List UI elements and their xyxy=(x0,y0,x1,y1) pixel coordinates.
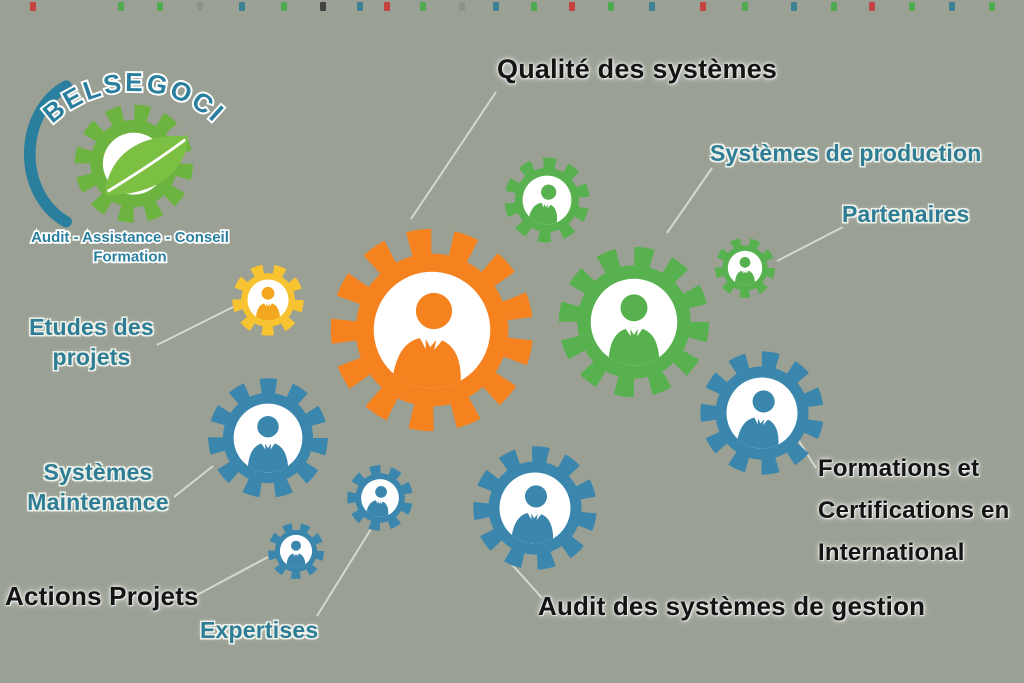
top-artifact-mark xyxy=(700,2,706,11)
brand-text-curve: BELSEGOCI xyxy=(37,67,231,129)
label-audit-des-systemes: Audit des systèmes de gestion xyxy=(538,591,926,621)
gear-blue-small-low xyxy=(268,523,324,579)
connector-etudes-to-yellow xyxy=(156,306,234,346)
top-artifact-mark xyxy=(320,2,326,11)
person-icon xyxy=(365,486,389,519)
gear-green-right xyxy=(558,246,710,398)
top-artifact-mark xyxy=(459,2,465,11)
top-artifact-mark xyxy=(420,2,426,11)
connector-qualite-to-orange xyxy=(410,91,497,220)
logo-tagline-line2: Formation xyxy=(93,248,166,265)
person-icon xyxy=(391,292,461,392)
gear-green-top xyxy=(504,157,590,243)
top-artifact-mark xyxy=(357,2,363,11)
person-icon xyxy=(286,540,306,568)
person-icon xyxy=(511,485,554,546)
top-artifact-mark xyxy=(949,2,955,11)
gear-teeth xyxy=(347,465,413,531)
gear-blue-small-mid xyxy=(347,465,413,531)
top-artifact-mark xyxy=(157,2,163,11)
person-icon xyxy=(255,286,281,321)
connector-actions-to-blue-small-low xyxy=(194,556,269,597)
gear-blue-left xyxy=(208,378,328,498)
person-icon xyxy=(736,390,779,452)
connector-production-to-green xyxy=(666,167,713,234)
label-formations-certifications: Formations et Certifications en Internat… xyxy=(818,455,1010,566)
gear-green-small-right xyxy=(715,238,775,298)
top-artifact-mark xyxy=(30,2,36,11)
logo-leaf-vein xyxy=(107,138,186,193)
top-artifact-mark xyxy=(742,2,748,11)
logo-tagline-line1: Audit - Assistance - Conseil xyxy=(31,229,229,246)
top-artifact-mark xyxy=(384,2,390,11)
top-artifact-mark xyxy=(118,2,124,11)
logo-swoosh xyxy=(23,80,72,228)
top-artifact-mark xyxy=(649,2,655,11)
connector-audit-to-blue-bottom xyxy=(507,559,543,599)
logo: BELSEGOCI Audit - Assistance - Conseil F… xyxy=(23,65,231,267)
top-artifact-mark xyxy=(281,2,287,11)
gear-teeth xyxy=(208,378,328,498)
label-etudes-des-projets: Etudes des projets xyxy=(29,314,154,370)
brand-text: BELSEGOCI xyxy=(35,65,230,131)
person-icon xyxy=(734,257,756,286)
top-edge-artifacts xyxy=(0,0,1024,16)
top-artifact-mark xyxy=(909,2,915,11)
gear-teeth xyxy=(504,157,590,243)
gear-blue-bottom xyxy=(473,446,597,570)
gear-orange-center xyxy=(330,228,534,432)
top-artifact-mark xyxy=(869,2,875,11)
top-artifact-mark xyxy=(989,2,995,11)
connector-expertises-to-blue-small-mid xyxy=(316,528,372,617)
top-artifact-mark xyxy=(239,2,245,11)
label-expertises: Expertises xyxy=(200,617,319,643)
top-artifact-mark xyxy=(531,2,537,11)
label-actions-projets: Actions Projets xyxy=(5,581,199,611)
gear-teeth xyxy=(268,523,324,579)
top-artifact-mark xyxy=(791,2,797,11)
gear-yellow-small xyxy=(232,264,304,336)
top-artifact-mark xyxy=(569,2,575,11)
person-icon xyxy=(527,184,558,227)
label-systemes-de-production: Systèmes de production xyxy=(710,140,982,166)
top-artifact-mark xyxy=(608,2,614,11)
connector-partenaires-to-green-small xyxy=(776,226,844,262)
top-artifact-mark xyxy=(493,2,499,11)
label-partenaires: Partenaires xyxy=(842,201,970,227)
gear-blue-right xyxy=(700,351,824,475)
gear-teeth xyxy=(473,446,597,570)
person-icon xyxy=(247,416,289,473)
top-artifact-mark xyxy=(831,2,837,11)
gear-teeth xyxy=(700,351,824,475)
connector-maintenance-to-blue-left xyxy=(173,465,214,498)
label-systemes-maintenance: Systèmes Maintenance xyxy=(27,459,169,515)
gear-teeth xyxy=(715,238,775,298)
top-artifact-mark xyxy=(197,2,203,11)
person-icon xyxy=(608,294,660,366)
label-qualite-des-systemes: Qualité des systèmes xyxy=(497,54,778,84)
gear-teeth xyxy=(330,228,534,432)
